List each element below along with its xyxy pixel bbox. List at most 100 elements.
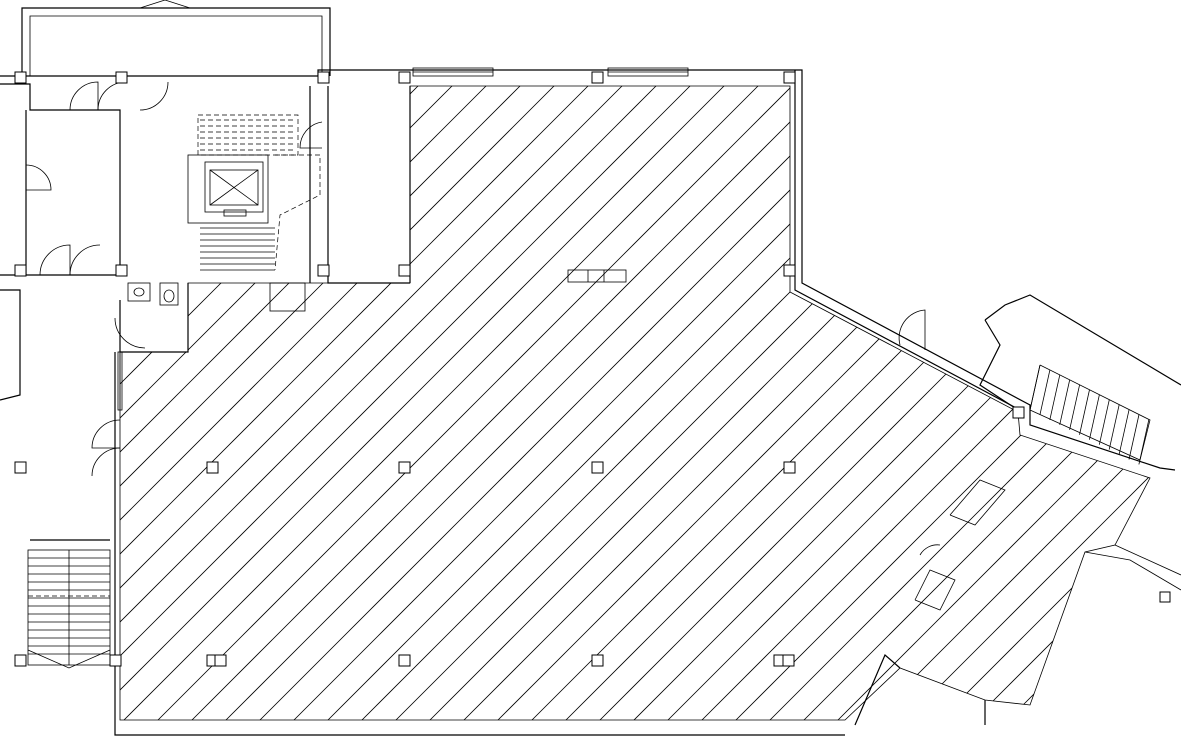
stair-tread <box>1138 419 1150 465</box>
hatch-line <box>219 86 981 720</box>
hatch-line <box>120 86 845 720</box>
hatch-line <box>729 86 1150 720</box>
structural-column <box>398 264 411 277</box>
stair-tread <box>1059 379 1071 425</box>
hatch-line <box>120 86 743 720</box>
structural-column <box>109 654 122 667</box>
hatch-line <box>120 86 369 720</box>
stair-treads <box>200 119 296 271</box>
stair-tread <box>1049 374 1061 420</box>
stair-tread <box>1128 414 1140 460</box>
interior-partitions <box>117 269 627 411</box>
structural-column <box>115 71 128 84</box>
hatch-line <box>120 86 777 720</box>
hatch-line <box>120 86 403 720</box>
hatch-line <box>1069 86 1150 720</box>
hatch-line <box>899 86 1150 720</box>
stair-tread <box>1069 384 1080 430</box>
structural-column <box>398 654 411 667</box>
hatch-line <box>120 86 437 720</box>
hatch-line <box>695 86 1150 720</box>
hatch-line <box>120 86 811 720</box>
hatch-line <box>627 86 1150 720</box>
hatch-line <box>120 86 709 720</box>
stair-tread <box>1079 389 1090 435</box>
hatch-line <box>120 86 879 720</box>
hatch-line <box>559 86 1150 720</box>
structural-column <box>398 71 411 84</box>
stair-tread <box>1108 404 1120 450</box>
hatch-line <box>865 86 1150 720</box>
hatch-line <box>287 86 1049 720</box>
hatch-line <box>120 86 505 720</box>
structural-column <box>14 264 27 277</box>
structural-columns <box>14 71 1025 667</box>
structural-column <box>317 264 330 277</box>
hatch-line <box>120 86 539 720</box>
structural-column <box>206 461 219 474</box>
hatch-line <box>120 86 573 720</box>
structural-column <box>14 71 27 84</box>
hatch-line <box>120 86 267 720</box>
hatch-line <box>389 86 1150 720</box>
structural-column <box>782 654 795 667</box>
hatch-line <box>797 86 1150 720</box>
stair-tread <box>1098 399 1110 445</box>
stair-tread <box>1029 364 1041 411</box>
structural-column <box>591 71 604 84</box>
hatch-line <box>661 86 1150 720</box>
hatch-line <box>120 86 675 720</box>
hatch-line <box>763 86 1150 720</box>
structural-column <box>317 71 330 84</box>
structural-column <box>591 654 604 667</box>
hatch-line <box>1137 86 1150 720</box>
structural-column <box>398 461 411 474</box>
hatch-line <box>253 86 1015 720</box>
hatch-line <box>525 86 1150 720</box>
hatch-line <box>321 86 1083 720</box>
structural-column <box>14 654 27 667</box>
hatch-line <box>0 0 28 739</box>
hatch-line <box>355 86 1117 720</box>
hatch-line <box>967 86 1150 720</box>
stair-elevator-core <box>187 114 323 312</box>
hatch-line <box>491 86 1150 720</box>
stair-tread <box>1118 409 1130 455</box>
hatch-line <box>120 86 641 720</box>
entrance-vestibule <box>21 0 331 76</box>
stair-tread <box>1089 394 1100 440</box>
structural-column <box>591 461 604 474</box>
exterior-walls <box>0 69 1176 736</box>
hatch-line <box>0 0 96 739</box>
right-annex <box>898 294 1181 611</box>
hatch-line <box>185 86 947 720</box>
structural-column <box>214 654 227 667</box>
structural-column <box>783 461 796 474</box>
hatch-line <box>457 86 1150 720</box>
hatch-line <box>831 86 1150 720</box>
hall-boundary <box>119 85 1151 721</box>
windows-top <box>412 67 689 77</box>
hatch-line <box>593 86 1150 720</box>
hatch-line <box>0 0 62 739</box>
doors-left <box>25 81 169 477</box>
hatch-line <box>120 86 471 720</box>
hatch-line <box>120 86 233 720</box>
hatch-line <box>120 86 301 720</box>
hatch-line <box>1172 0 1181 739</box>
structural-column <box>1012 406 1025 419</box>
structural-column <box>14 461 27 474</box>
structural-column <box>115 264 128 277</box>
stair-treads-right <box>1029 364 1150 465</box>
stair-tread <box>1039 369 1051 416</box>
structural-column <box>783 264 796 277</box>
stair-treads-left <box>28 557 110 655</box>
structural-column <box>783 71 796 84</box>
hatch-line <box>1103 86 1150 720</box>
restroom <box>127 282 179 306</box>
hatch-line <box>120 86 607 720</box>
hatch-line <box>151 86 913 720</box>
